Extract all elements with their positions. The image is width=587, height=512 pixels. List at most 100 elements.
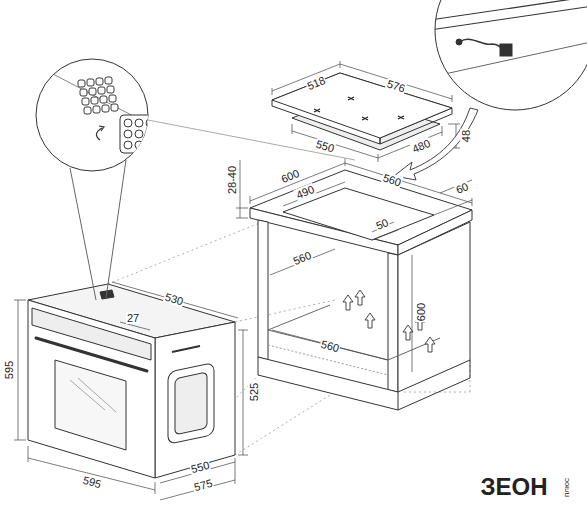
cabinet xyxy=(250,170,472,410)
connector-detail xyxy=(98,87,105,94)
cable-detail xyxy=(394,0,587,180)
dimension-label: 48 xyxy=(460,129,472,143)
hob-dimensions xyxy=(452,95,453,102)
cabinet xyxy=(258,220,268,360)
cabinet-dimensions xyxy=(472,198,473,206)
hob xyxy=(314,97,404,120)
oven xyxy=(155,322,235,478)
oven-dimensions xyxy=(155,482,156,494)
connector-detail xyxy=(124,119,154,149)
connector-detail xyxy=(105,77,112,84)
connector-detail xyxy=(89,88,96,95)
cable-detail xyxy=(440,40,587,75)
oven-dimensions xyxy=(243,330,244,455)
cable-detail xyxy=(430,5,587,30)
cable-detail xyxy=(430,0,587,75)
connector-detail xyxy=(30,59,355,300)
hob xyxy=(348,97,354,100)
oven-dimensions xyxy=(14,282,248,500)
connector-detail xyxy=(30,62,160,130)
cabinet xyxy=(398,378,470,410)
dimension-label: 600 xyxy=(415,302,427,322)
connector-detail xyxy=(148,120,355,160)
dimension-label: 60 xyxy=(453,180,471,196)
cabinet xyxy=(258,357,398,410)
oven xyxy=(70,378,116,412)
cabinet-dimensions xyxy=(240,160,241,218)
connector-detail xyxy=(80,89,87,96)
cabinet-dimensions xyxy=(372,230,398,240)
cabinet-dimensions xyxy=(250,163,345,201)
hob-dimensions xyxy=(292,131,378,158)
cable-detail xyxy=(500,44,512,56)
connector-detail xyxy=(70,168,96,300)
guide-lines xyxy=(235,300,335,322)
connector-detail xyxy=(106,160,126,298)
connector-detail xyxy=(111,104,118,111)
hob xyxy=(380,138,381,144)
dimension-label: 595 xyxy=(3,360,15,380)
cabinet xyxy=(388,338,440,360)
oven xyxy=(175,372,207,435)
connector-detail xyxy=(124,119,132,127)
guide-lines xyxy=(235,395,330,455)
brand-logo: ЗЕОН xyxy=(479,474,548,500)
cable-detail xyxy=(460,39,504,52)
oven-dimensions xyxy=(28,446,29,462)
ventilation-arrows xyxy=(355,290,365,305)
connector-detail xyxy=(100,96,107,103)
connector-detail xyxy=(91,97,98,104)
connector-detail xyxy=(120,115,160,153)
guide-lines xyxy=(108,222,262,284)
ventilation-arrows xyxy=(343,295,353,310)
oven xyxy=(32,308,151,360)
dimension-label: 525 xyxy=(248,382,260,402)
connector-detail xyxy=(84,107,91,114)
dimension-label: 480 xyxy=(409,137,432,156)
connector-detail xyxy=(124,141,132,149)
connector-detail xyxy=(93,106,100,113)
connector-detail xyxy=(107,86,114,93)
connector-detail xyxy=(78,80,85,87)
cable-detail xyxy=(394,108,478,180)
dimension-label: 550 xyxy=(314,137,337,154)
oven-dimensions xyxy=(18,300,19,440)
connector-detail xyxy=(78,77,118,114)
dimension-label: 28-40 xyxy=(226,165,238,195)
oven xyxy=(28,284,235,478)
connector-detail xyxy=(146,119,154,127)
hob-dimensions xyxy=(272,88,273,95)
connector-detail xyxy=(109,95,116,102)
hob xyxy=(452,108,453,114)
ventilation-arrows xyxy=(343,290,435,352)
hob-dimensions xyxy=(448,124,460,125)
connector-detail xyxy=(30,62,188,153)
cabinet xyxy=(470,360,471,378)
cabinet-dimensions xyxy=(345,158,346,166)
cable-detail xyxy=(456,39,462,45)
guide-lines xyxy=(470,360,471,392)
hob xyxy=(362,117,368,120)
cabinet xyxy=(268,305,330,330)
connector-detail xyxy=(82,98,89,105)
dimension-label: 560 xyxy=(290,249,313,268)
oven-dimensions xyxy=(238,330,248,331)
dimension-label: 575 xyxy=(192,477,215,494)
connector-detail xyxy=(87,79,94,86)
cabinet-dimensions xyxy=(434,200,472,215)
hob-dimensions xyxy=(340,64,452,99)
connector-detail xyxy=(135,130,143,138)
brand-logo: плюс xyxy=(562,477,571,498)
oven-dimensions xyxy=(14,440,26,441)
oven-dimensions xyxy=(238,455,248,456)
connector-detail xyxy=(102,105,109,112)
cabinet-dimensions xyxy=(236,208,248,209)
hob-dimensions xyxy=(442,126,443,136)
cabinet-dimensions xyxy=(270,249,335,275)
dimension-label: 27 xyxy=(126,312,140,324)
hob xyxy=(398,116,404,119)
hob xyxy=(314,109,320,112)
connector-detail xyxy=(158,119,188,144)
connector-detail xyxy=(135,141,143,149)
